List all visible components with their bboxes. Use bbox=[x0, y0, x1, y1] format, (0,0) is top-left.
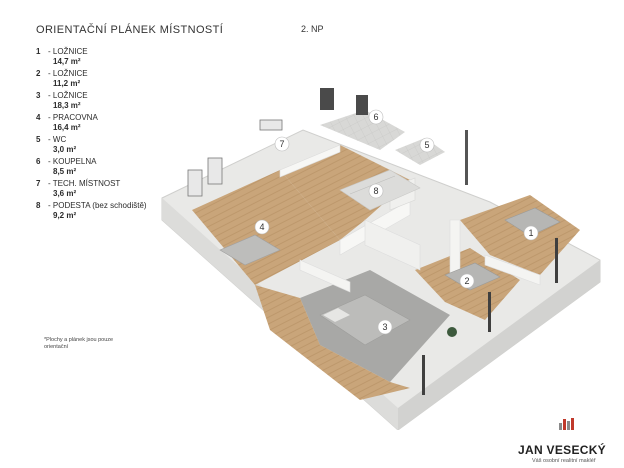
window bbox=[356, 95, 368, 115]
room-label: - LOŽNICE bbox=[48, 91, 88, 100]
room-area: 14,7 m² bbox=[53, 57, 81, 66]
logo-name: JAN VESECKÝ bbox=[518, 443, 606, 457]
room-number: 2 bbox=[36, 69, 41, 78]
wall bbox=[449, 219, 461, 276]
room-label: - PRACOVNA bbox=[48, 113, 98, 122]
wall bbox=[279, 144, 341, 178]
window bbox=[422, 355, 425, 395]
floor-label: 2. NP bbox=[301, 24, 324, 34]
svg-text:4: 4 bbox=[259, 222, 264, 232]
window bbox=[555, 238, 558, 283]
window bbox=[465, 130, 468, 185]
marker-1: 1 bbox=[523, 225, 539, 241]
room-1-floor bbox=[460, 195, 580, 275]
sofa-room-4 bbox=[219, 234, 281, 266]
marker-4: 4 bbox=[254, 219, 270, 235]
room-number: 6 bbox=[36, 157, 41, 166]
marker-5: 5 bbox=[419, 137, 435, 153]
page-title: ORIENTAČNÍ PLÁNEK MÍSTNOSTÍ bbox=[36, 24, 224, 36]
wall bbox=[299, 259, 351, 293]
svg-text:6: 6 bbox=[373, 112, 378, 122]
room-number: 3 bbox=[36, 91, 41, 100]
bed-room-1 bbox=[504, 207, 561, 237]
bed-room-3-pillow bbox=[323, 308, 350, 322]
window bbox=[187, 169, 203, 197]
room-label: - PODESTA (bez schodiště) bbox=[48, 201, 147, 210]
wc-floor bbox=[395, 138, 445, 165]
room-number: 4 bbox=[36, 113, 41, 122]
room-label: - TECH. MÍSTNOST bbox=[48, 179, 121, 188]
room-label: - LOŽNICE bbox=[48, 47, 88, 56]
room-label: - WC bbox=[48, 135, 67, 144]
room-number: 8 bbox=[36, 201, 41, 210]
wall bbox=[364, 219, 421, 271]
room-number: 5 bbox=[36, 135, 41, 144]
svg-text:3: 3 bbox=[382, 322, 387, 332]
room-area: 9,2 m² bbox=[53, 211, 77, 220]
room-area: 8,5 m² bbox=[53, 167, 77, 176]
marker-8: 8 bbox=[368, 183, 384, 199]
room-area: 16,4 m² bbox=[53, 123, 81, 132]
svg-text:8: 8 bbox=[373, 186, 378, 196]
svg-text:7: 7 bbox=[279, 139, 284, 149]
room-3-wood bbox=[255, 285, 410, 400]
marker-6: 6 bbox=[368, 109, 384, 125]
marker-2: 2 bbox=[459, 273, 475, 289]
room-number: 1 bbox=[36, 47, 41, 56]
room-area: 18,3 m² bbox=[53, 101, 81, 110]
room-area: 11,2 m² bbox=[53, 79, 81, 88]
plant-icon bbox=[447, 327, 457, 337]
svg-text:5: 5 bbox=[424, 140, 429, 150]
legend-item: 8 - PODESTA (bez schodiště)9,2 m² bbox=[36, 201, 176, 223]
logo-tagline: Váš osobní realitní makléř bbox=[532, 458, 596, 464]
disclaimer-note: *Plochy a plánek jsou pouze orientační bbox=[44, 337, 114, 350]
window bbox=[320, 88, 334, 110]
svg-text:2: 2 bbox=[464, 276, 469, 286]
window bbox=[259, 119, 283, 131]
room-area: 3,0 m² bbox=[53, 145, 77, 154]
floor-plan: 1 2 3 4 5 6 7 8 bbox=[161, 88, 601, 430]
marker-3: 3 bbox=[377, 319, 393, 335]
window bbox=[207, 157, 223, 185]
marker-7: 7 bbox=[274, 136, 290, 152]
room-area: 3,6 m² bbox=[53, 189, 77, 198]
slab-edge-right bbox=[398, 260, 600, 430]
svg-text:1: 1 bbox=[528, 228, 533, 238]
room-label: - KOUPELNA bbox=[48, 157, 97, 166]
brand-logo: JAN VESECKÝ Váš osobní realitní makléř bbox=[518, 418, 618, 467]
room-number: 7 bbox=[36, 179, 41, 188]
window bbox=[488, 292, 491, 332]
bathroom-floor bbox=[320, 110, 405, 150]
room-label: - LOŽNICE bbox=[48, 69, 88, 78]
wall bbox=[484, 254, 541, 286]
